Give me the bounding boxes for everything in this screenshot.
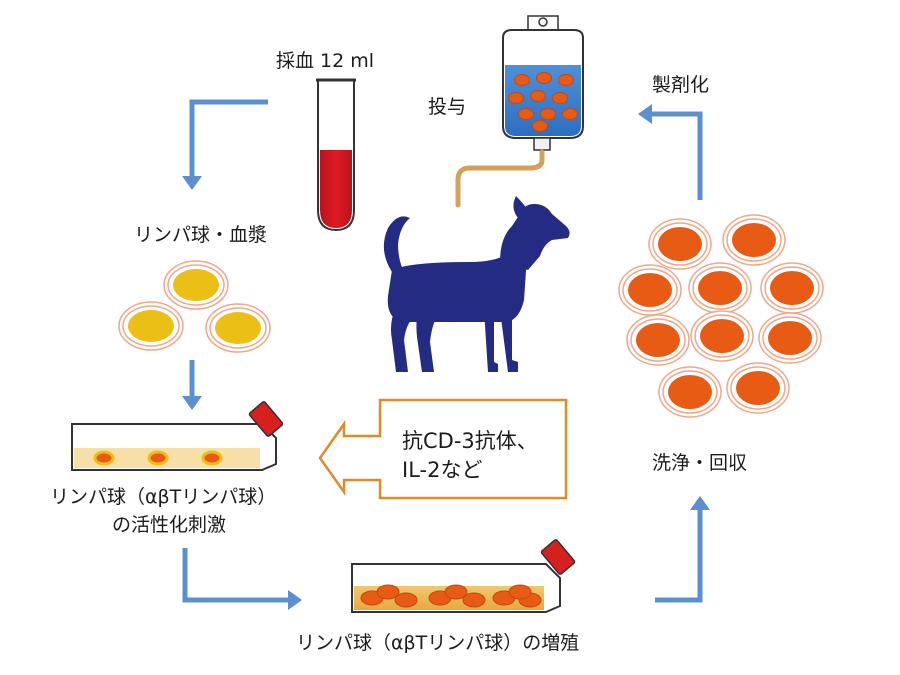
bag-cell <box>530 90 546 102</box>
orange-cell <box>668 375 712 409</box>
orange-cell <box>732 223 776 257</box>
flask2-cap <box>540 539 576 575</box>
arrowhead-left-1 <box>638 104 652 124</box>
administration-label: 投与 <box>428 96 467 118</box>
callout-line1: 抗CD-3抗体、 <box>402 429 538 453</box>
orange-cell <box>636 323 680 357</box>
flask2-cell <box>444 584 468 600</box>
iv-tube <box>455 149 545 208</box>
flask2-cell <box>394 592 418 608</box>
orange-cell <box>658 227 702 261</box>
callout-line2: IL-2など <box>402 458 483 482</box>
arrow-wash-to-formulation <box>650 111 703 200</box>
bag-cell <box>562 108 578 120</box>
bag-cell <box>540 108 556 120</box>
flask2-cell <box>376 584 400 600</box>
bag-cell <box>514 74 530 86</box>
yellow-cell <box>128 310 174 342</box>
flask-cell <box>147 450 169 466</box>
bag-cell <box>508 92 524 104</box>
callout-arrow <box>318 398 568 500</box>
bag-cells <box>508 72 578 132</box>
orange-cell <box>698 271 742 305</box>
flask-cell <box>201 450 223 466</box>
orange-cell <box>700 319 744 353</box>
activation-label-line1: リンパ球（αβTリンパ球） <box>50 486 277 508</box>
yellow-cell <box>215 312 261 344</box>
orange-cell <box>770 271 814 305</box>
blood-draw-label: 採血 12 ml <box>276 50 375 72</box>
wash-collect-label: 洗浄・回収 <box>652 452 748 474</box>
orange-cell <box>736 371 780 405</box>
arrow-blood-to-plasma <box>189 99 268 178</box>
arrowhead-down-2 <box>182 396 202 410</box>
flask2-cell <box>508 584 532 600</box>
arrowhead-up-1 <box>690 496 710 510</box>
flow-arrows <box>182 99 703 603</box>
proliferation-label: リンパ球（αβTリンパ球）の増殖 <box>296 632 580 654</box>
arrowhead-right-1 <box>288 590 302 610</box>
dog-silhouette <box>383 196 570 372</box>
arrow-activation-to-proliferation <box>182 548 290 603</box>
activation-flask-cells <box>93 450 223 466</box>
bag-cell <box>532 120 548 132</box>
bag-cell <box>518 108 534 120</box>
lymphocyte-plasma-cells <box>118 260 271 353</box>
bag-cell <box>552 92 568 104</box>
formulation-label: 製剤化 <box>652 74 710 96</box>
yellow-cell <box>173 269 219 301</box>
washed-cells <box>618 214 824 418</box>
activation-label-line2: の活性化刺激 <box>112 514 227 536</box>
blood-tube <box>316 78 356 232</box>
proliferation-flask-cells <box>360 584 542 608</box>
flask2-cell <box>462 592 486 608</box>
arrowhead-down-1 <box>182 176 202 190</box>
flask-cap <box>248 401 284 437</box>
flask-cell <box>93 450 115 466</box>
bag-cell <box>536 72 552 84</box>
arrow-proliferation-to-wash <box>655 508 703 603</box>
orange-cell <box>628 273 672 307</box>
lymphocyte-plasma-label: リンパ球・血漿 <box>134 224 268 246</box>
orange-cell <box>768 321 812 355</box>
bag-cell <box>558 74 574 86</box>
blood-fill <box>320 150 352 228</box>
arrow-heads <box>182 104 710 610</box>
